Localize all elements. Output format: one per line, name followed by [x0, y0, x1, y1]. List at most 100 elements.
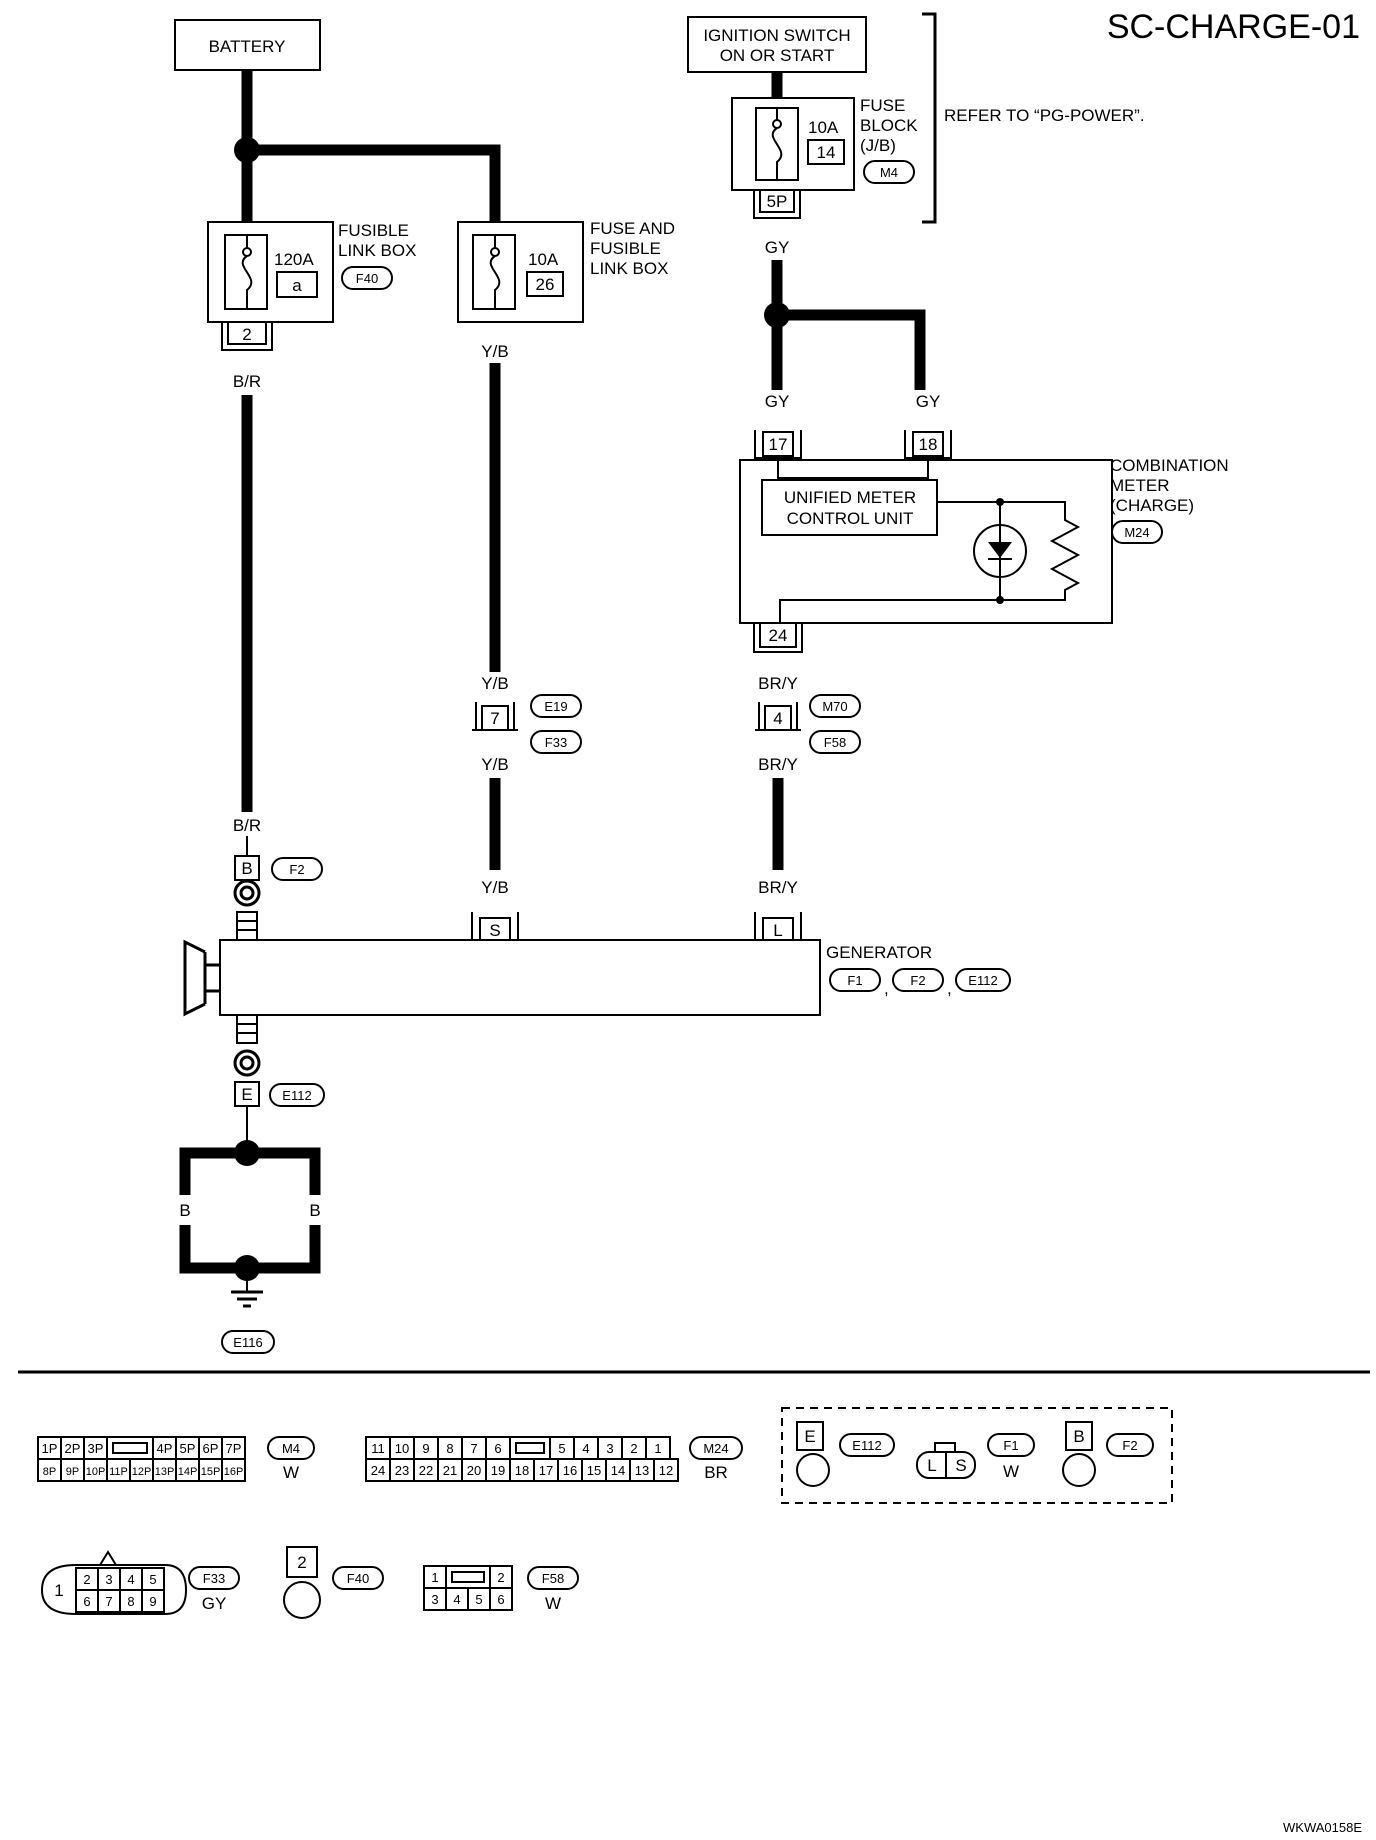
bry-junction-bottom-pill: [809, 730, 861, 754]
f1-view-color: W: [1003, 1462, 1019, 1481]
ground-splice-top: [234, 1140, 260, 1166]
m24-pin: 9: [422, 1441, 429, 1456]
fuse-and-fusible-id: 26: [536, 275, 555, 294]
generator-pulley: [183, 939, 220, 1017]
f1-view-pill: [987, 1433, 1035, 1457]
fuse-block-label-2: BLOCK: [860, 116, 918, 135]
gen-conn-3: E112: [968, 973, 997, 988]
fusible-link-label-2: LINK BOX: [338, 241, 416, 260]
gen-sep-2: ,: [947, 979, 952, 998]
f40-view-ring: [283, 1581, 321, 1619]
fuse-block-rating: 10A: [808, 118, 839, 137]
gen-b-ring-outer: [233, 879, 261, 907]
f58-pin: 3: [431, 1592, 438, 1607]
e112-view-ring: [796, 1453, 830, 1487]
bry-junction-bracket: [755, 702, 801, 731]
battery-label: BATTERY: [209, 37, 286, 56]
generator-connectors-group: [781, 1407, 1173, 1504]
meter-pin-24-box: [759, 622, 797, 648]
ground-loop-wire: [179, 1147, 321, 1274]
m4-pin: 14P: [178, 1466, 198, 1478]
f33-pin: 2: [83, 1572, 90, 1587]
fusible-link-pin-box: [227, 321, 267, 345]
fuse-and-fusible-label-2: FUSIBLE: [590, 239, 661, 258]
fuse-block-id-box: [807, 139, 845, 165]
f2-view-box: [1065, 1421, 1093, 1451]
fuse-block-id: 14: [817, 143, 836, 162]
meter-pin-18: 18: [919, 435, 938, 454]
m4-pin: 11P: [109, 1466, 128, 1478]
e112-view-id: E112: [852, 1438, 881, 1453]
unified-meter-box: [761, 479, 938, 536]
f33-view-color: GY: [202, 1594, 227, 1613]
refer-bracket: [922, 12, 937, 224]
bry-junction-pin: 4: [773, 709, 782, 728]
generator-body: [219, 939, 821, 1016]
f58-pin: 5: [475, 1592, 482, 1607]
e112-view-pin: E: [804, 1427, 815, 1446]
gen-e-terminal: [234, 1081, 260, 1107]
m24-pin: 7: [470, 1441, 477, 1456]
f40-view-box: [286, 1546, 318, 1578]
m4-view-color: W: [283, 1463, 299, 1482]
gen-e-terminal-label: E: [241, 1085, 252, 1104]
fuse-and-fusible-label-3: LINK BOX: [590, 259, 668, 278]
f58-cell: [489, 1587, 513, 1611]
generator-label: GENERATOR: [826, 943, 932, 962]
combination-meter-connector-pill: [1111, 520, 1163, 544]
f58-pin: 2: [497, 1570, 504, 1585]
fuse-block-connector: M4: [880, 165, 898, 180]
gen-e-stud: [236, 1014, 258, 1044]
combination-meter-label-1: COMBINATION: [1110, 456, 1229, 475]
m24-pin: 11: [371, 1441, 385, 1456]
m24-pin: 23: [395, 1463, 409, 1478]
fusible-link-pin: 2: [242, 325, 251, 344]
fusible-link-node: [242, 247, 252, 257]
bry-junction-top: M70: [822, 699, 847, 714]
meter-pin-17: 17: [769, 435, 788, 454]
e112-view-box: [796, 1421, 824, 1451]
f33-pin: 4: [127, 1572, 134, 1587]
fusible-link-symbol: [241, 235, 253, 309]
fuse-block-pin-bracket: [753, 190, 801, 219]
yb-feed-wire: [247, 144, 501, 222]
ignition-label-1: IGNITION SWITCH: [703, 26, 850, 45]
f40-view-pill: [332, 1566, 384, 1590]
combination-meter-label-2: METER: [1110, 476, 1170, 495]
bry-junction-bottom: F58: [824, 735, 846, 750]
wire-b-label-left: B: [179, 1201, 190, 1220]
m24-pin: 13: [635, 1463, 649, 1478]
m4-view-id: M4: [282, 1441, 300, 1456]
gen-b-connector-pill: [271, 857, 323, 881]
meter-internal-feed: [777, 458, 929, 479]
f1-view-pin-s: S: [955, 1456, 966, 1475]
m24-pin: 6: [494, 1441, 501, 1456]
gen-s-terminal-label: S: [489, 921, 500, 940]
m24-pin: 10: [395, 1441, 409, 1456]
fuse-block-label-3: (J/B): [860, 136, 896, 155]
m4-cell: [221, 1458, 246, 1482]
diagram-code: SC-CHARGE-01: [1107, 8, 1360, 46]
fusible-link-label-1: FUSIBLE: [338, 221, 409, 240]
m4-latch: [112, 1442, 148, 1454]
f33-view-pill: [188, 1566, 240, 1590]
f2-view-ring: [1062, 1453, 1096, 1487]
fusible-link-id-box: [276, 271, 318, 298]
f58-view-id: F58: [542, 1571, 564, 1586]
wire-br-label-top: B/R: [233, 372, 261, 391]
yb-junction-bottom-pill: [530, 730, 582, 754]
yb-junction-pin: 7: [490, 709, 499, 728]
gen-e-ring-outer: [233, 1049, 261, 1077]
f58-pin: 1: [431, 1570, 438, 1585]
gen-conn-1: F1: [847, 973, 862, 988]
f58-view-color: W: [545, 1594, 561, 1613]
m4-pin: 3P: [88, 1441, 104, 1456]
fuse-block-node: [772, 119, 782, 129]
yb-junction-top-pill: [530, 694, 582, 718]
wire-yb-label-1: Y/B: [481, 342, 508, 361]
ground-connector: E116: [233, 1335, 262, 1350]
meter-resistor: [1000, 501, 1081, 601]
m24-pin: 19: [491, 1463, 505, 1478]
